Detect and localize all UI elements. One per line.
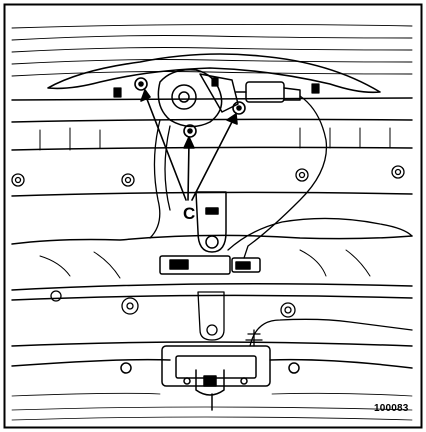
upper-trim-panel bbox=[47, 53, 381, 94]
trim-clips bbox=[113, 77, 320, 98]
lower-brackets bbox=[50, 290, 296, 341]
fixing-bosses bbox=[11, 165, 405, 187]
body-contour-lines-bottom bbox=[11, 392, 413, 421]
tailgate-panel-wave bbox=[39, 249, 371, 279]
lock-wiring bbox=[245, 318, 413, 347]
callout-arrows bbox=[140, 89, 238, 201]
callout-label: C bbox=[183, 204, 196, 223]
wiring-harness bbox=[149, 95, 413, 259]
tailgate-lock-assembly bbox=[11, 341, 413, 411]
cross-member-ribs bbox=[39, 127, 391, 151]
figure-reference-code: 100083 bbox=[374, 403, 409, 414]
cross-member bbox=[11, 97, 413, 197]
body-contour-lines-top bbox=[11, 23, 413, 77]
central-bracket bbox=[195, 191, 227, 253]
tailgate-lower-panel bbox=[11, 234, 413, 301]
lamp-housings bbox=[159, 255, 261, 275]
wiper-motor bbox=[157, 69, 301, 128]
figure-border bbox=[3, 3, 423, 429]
mounting-bolts bbox=[134, 77, 246, 138]
